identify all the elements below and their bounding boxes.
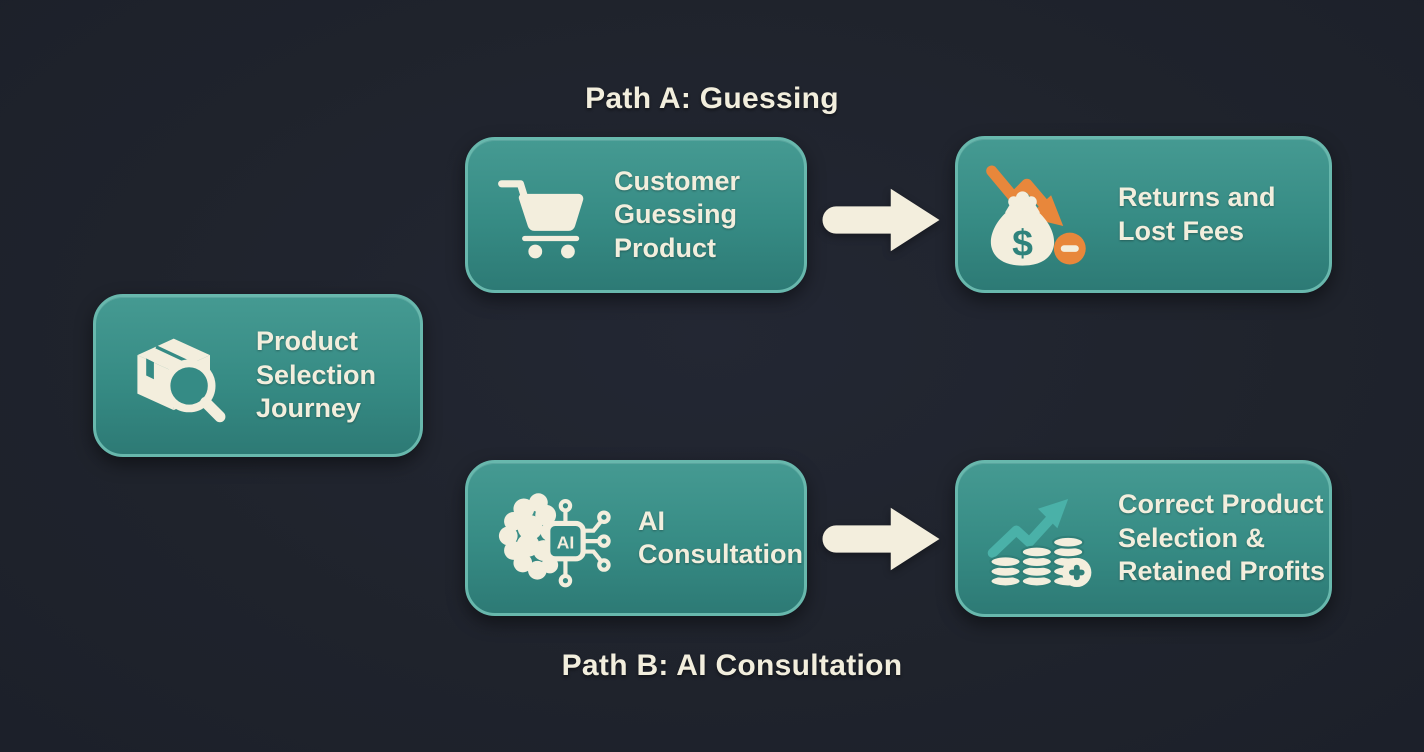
path-a-flow-arrow [820, 181, 942, 259]
package-search-icon [122, 321, 232, 431]
node-label: Correct Product Selection & Retained Pro… [1118, 488, 1325, 588]
node-label-line: Selection & [1118, 522, 1266, 553]
ai-chip-brain-icon: AI [494, 486, 614, 590]
node-label-line: Product [256, 326, 359, 357]
package-search-icon-svg [137, 338, 226, 422]
shopping-cart-icon-svg [498, 180, 584, 259]
coins-growth-icon [984, 485, 1094, 593]
node-label: AI Consultation [638, 505, 803, 572]
money-bag-decline-icon-svg: $ [986, 165, 1086, 266]
node-ai-consultation: AI AI Consultation [465, 460, 807, 616]
node-label-line: AI [638, 505, 665, 536]
node-label-line: Retained Profits [1118, 556, 1326, 587]
node-label-line: Consultation [638, 539, 803, 569]
node-label-line: Product [614, 232, 717, 263]
node-label-line: Journey [256, 393, 362, 424]
node-product-selection-journey: Product Selection Journey [93, 294, 423, 457]
right-arrow-icon [822, 188, 940, 252]
node-label: Customer Guessing Product [614, 165, 740, 265]
node-customer-guessing-product: Customer Guessing Product [465, 137, 807, 293]
ai-chip-glyph: AI [557, 532, 575, 552]
path-b-flow-arrow [820, 500, 942, 578]
money-bag-decline-icon: $ [984, 160, 1094, 270]
ai-chip-brain-icon-svg: AI [498, 493, 611, 588]
node-label: Returns and Lost Fees [1118, 181, 1276, 248]
node-label-line: Customer [614, 165, 741, 196]
node-label-line: Correct Product [1118, 489, 1324, 520]
node-correct-product-selection: Correct Product Selection & Retained Pro… [955, 460, 1332, 617]
right-arrow-icon [822, 507, 940, 571]
shopping-cart-icon [494, 167, 590, 263]
node-label-line: Selection [256, 359, 377, 390]
node-label-line: Guessing [614, 199, 738, 230]
path-a-label: Path A: Guessing [585, 82, 839, 115]
node-label-line: Returns and [1118, 182, 1276, 213]
dollar-glyph: $ [1012, 221, 1033, 263]
path-b-label: Path B: AI Consultation [561, 649, 903, 682]
node-label-line: Lost Fees [1118, 215, 1245, 246]
coins-growth-icon-svg [987, 498, 1092, 588]
node-label: Product Selection Journey [256, 325, 376, 425]
node-returns-lost-fees: $ Returns and Lost Fees [955, 136, 1332, 293]
